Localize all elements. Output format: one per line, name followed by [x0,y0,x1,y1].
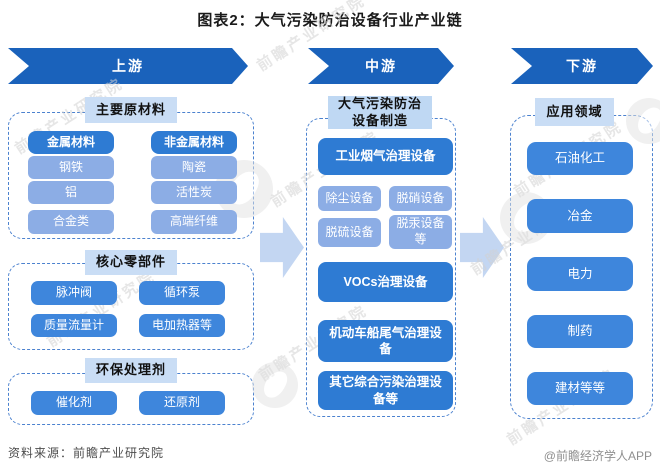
chain-item: 机动车船尾气治理设备 [318,320,453,362]
chain-item: 电力 [527,257,633,291]
chain-item: 其它综合污染治理设备等 [318,371,453,410]
chain-item: 制药 [527,315,633,348]
chain-item: 还原剂 [139,391,225,415]
chain-item: 钢铁 [28,156,114,179]
chain-item: 铝 [28,181,114,204]
chain-item: 脱硫设备 [318,218,381,247]
section-label-core-components: 核心零部件 [85,250,177,275]
label-line: 设备制造 [351,112,408,128]
downstream-header-arrow: 下游 [511,48,653,84]
midstream-header-arrow: 中游 [308,48,454,84]
chain-item: 活性炭 [151,181,237,204]
chain-item: 质量流量计 [31,314,117,337]
source-note: 资料来源：前瞻产业研究院 [8,446,165,460]
chain-item: 催化剂 [31,391,117,415]
chain-item: 石油化工 [527,142,633,175]
chain-item: 冶金 [527,199,633,233]
chain-item: 脉冲阀 [31,281,117,305]
chain-item: VOCs治理设备 [318,262,453,302]
chain-item: 高端纤维 [151,210,237,234]
chain-item: 电加热器等 [139,314,225,337]
page-title: 图表2：大气污染防治设备行业产业链 [197,12,463,29]
watermark-logo-icon [252,362,298,408]
chain-item: 合金类 [28,210,114,234]
chain-item: 脱硝设备 [389,186,452,211]
chain-item: 脱汞设备等 [389,215,452,249]
watermark-logo-icon [626,98,660,144]
chain-item: 建材等等 [527,372,633,405]
chain-item: 循环泵 [139,281,225,305]
section-label-application-fields: 应用领域 [535,98,614,126]
upstream-header-arrow: 上游 [8,48,248,84]
chain-item: 陶瓷 [151,156,237,179]
section-label-equipment-manufacturing: 大气污染防治 设备制造 [328,96,432,129]
chain-item: 金属材料 [28,131,114,154]
chain-item: 除尘设备 [318,186,381,211]
chain-item: 非金属材料 [151,131,237,154]
section-label-raw-materials: 主要原材料 [85,97,177,123]
app-credit: @前瞻经济学人APP [543,449,652,463]
right-arrow-icon [260,217,304,278]
chain-item: 工业烟气治理设备 [318,138,453,175]
section-label-treatment-agents: 环保处理剂 [85,358,177,383]
label-line: 大气污染防治 [337,96,422,112]
